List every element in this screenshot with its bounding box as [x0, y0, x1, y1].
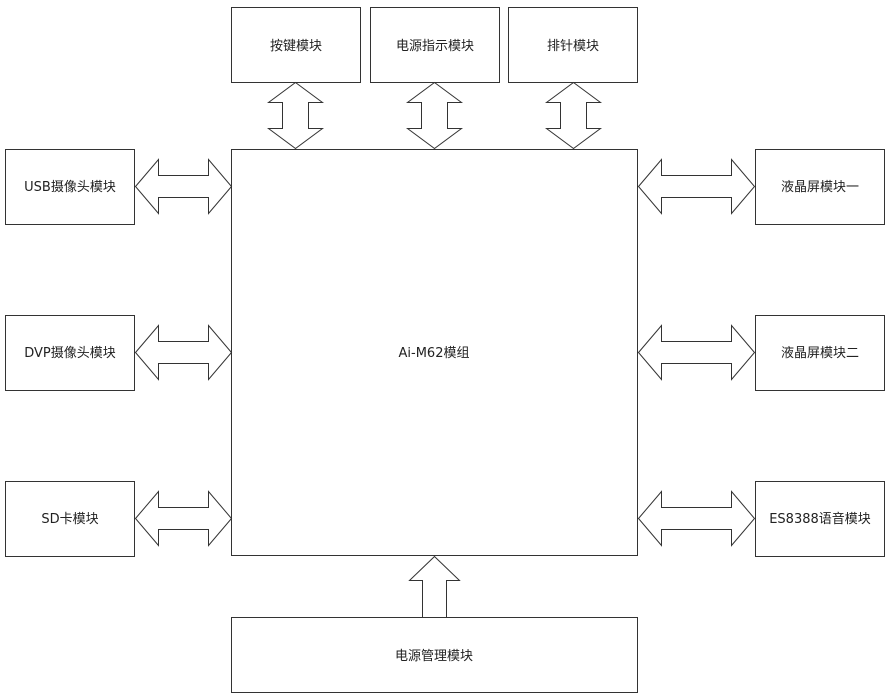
double-arrow-dvp-camera: [134, 324, 233, 381]
double-arrow-lcd-1: [637, 158, 756, 215]
right-module-lcd-1: 液晶屏模块一: [755, 149, 885, 225]
top-module-power-indicator-label: 电源指示模块: [396, 39, 474, 54]
double-arrow-lcd-2: [637, 324, 756, 381]
double-arrow-es8388-audio: [637, 490, 756, 547]
double-arrow-keys: [266, 81, 325, 150]
center-module-label: Ai-M62模组: [399, 346, 470, 361]
top-module-keys-label: 按键模块: [270, 39, 322, 54]
top-module-pin-header: 排针模块: [508, 7, 638, 83]
left-module-sd-card-label: SD卡模块: [41, 512, 98, 527]
top-module-power-indicator: 电源指示模块: [370, 7, 500, 83]
right-module-lcd-2-label: 液晶屏模块二: [781, 346, 859, 361]
double-arrow-power-indicator: [405, 81, 464, 150]
up-arrow-power-management: [408, 555, 461, 618]
double-arrow-pin-header: [544, 81, 603, 150]
left-module-dvp-camera-label: DVP摄像头模块: [24, 346, 116, 361]
left-module-sd-card: SD卡模块: [5, 481, 135, 557]
double-arrow-usb-camera: [134, 158, 233, 215]
top-module-pin-header-label: 排针模块: [547, 39, 599, 54]
bottom-module-power-management-label: 电源管理模块: [395, 649, 473, 664]
bottom-module-power-management: 电源管理模块: [231, 617, 638, 693]
double-arrow-sd-card: [134, 490, 233, 547]
left-module-dvp-camera: DVP摄像头模块: [5, 315, 135, 391]
right-module-es8388-audio: ES8388语音模块: [755, 481, 885, 557]
right-module-lcd-1-label: 液晶屏模块一: [781, 180, 859, 195]
right-module-es8388-audio-label: ES8388语音模块: [769, 511, 871, 527]
top-module-keys: 按键模块: [231, 7, 361, 83]
left-module-usb-camera: USB摄像头模块: [5, 149, 135, 225]
left-module-usb-camera-label: USB摄像头模块: [24, 180, 116, 195]
center-module: Ai-M62模组: [231, 149, 638, 556]
right-module-lcd-2: 液晶屏模块二: [755, 315, 885, 391]
